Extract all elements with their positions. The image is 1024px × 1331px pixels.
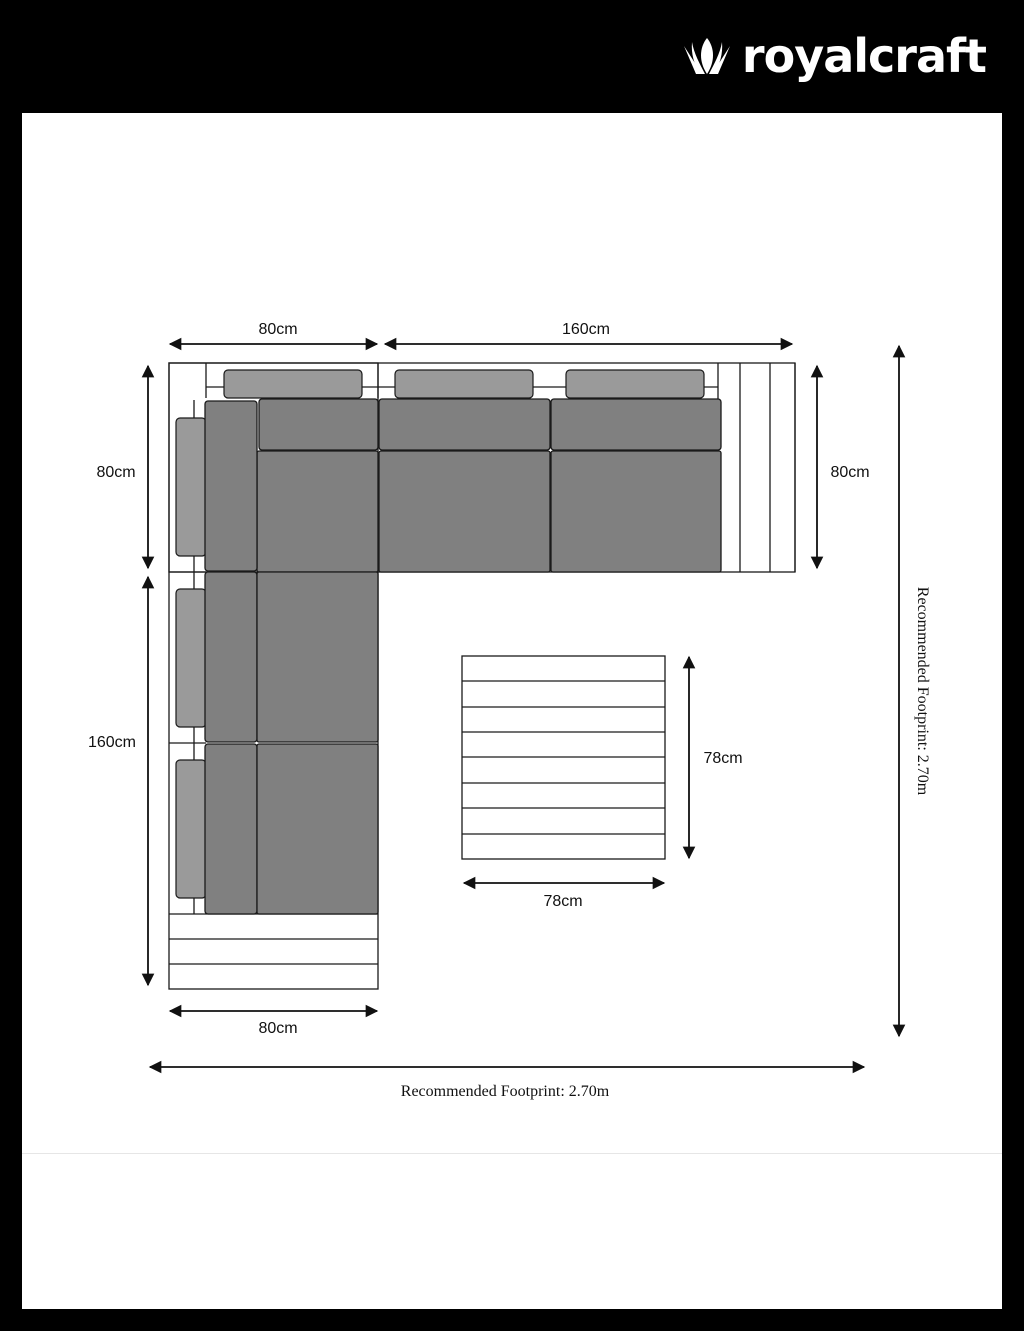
label-table-width: 78cm bbox=[543, 893, 582, 910]
seat-cushion bbox=[550, 450, 722, 573]
seat-back bbox=[378, 398, 551, 451]
label-right-depth: 80cm bbox=[830, 464, 869, 481]
back-cushion bbox=[394, 369, 534, 399]
seat-cushions bbox=[204, 398, 722, 915]
label-left-upper-height: 80cm bbox=[96, 464, 135, 481]
crown-leaf-logo-icon bbox=[683, 38, 730, 74]
seat-cushion bbox=[256, 571, 379, 743]
seat-back bbox=[204, 400, 258, 572]
coffee-table bbox=[461, 655, 666, 860]
seat-back bbox=[204, 743, 258, 915]
sheet-divider bbox=[22, 1153, 1002, 1154]
brand-logo: royalcraft bbox=[682, 29, 987, 83]
seat-back bbox=[258, 398, 379, 451]
label-left-lower-height: 160cm bbox=[88, 734, 136, 751]
label-top-left-width: 80cm bbox=[258, 321, 297, 338]
label-table-height: 78cm bbox=[703, 750, 742, 767]
label-footprint-vertical: Recommended Footprint: 2.70m bbox=[914, 587, 931, 796]
seat-cushion bbox=[256, 743, 379, 915]
back-cushion bbox=[175, 417, 207, 557]
back-cushion bbox=[175, 759, 207, 899]
seat-back bbox=[204, 571, 258, 743]
seat-cushion bbox=[256, 450, 379, 573]
header-bar: royalcraft bbox=[0, 0, 1024, 112]
brand-name: royalcraft bbox=[741, 29, 987, 83]
label-top-right-width: 160cm bbox=[562, 321, 610, 338]
label-bottom-width: 80cm bbox=[258, 1020, 297, 1037]
seat-back bbox=[550, 398, 722, 451]
back-cushions bbox=[175, 369, 705, 899]
back-cushion bbox=[223, 369, 363, 399]
seat-cushion bbox=[378, 450, 551, 573]
label-footprint-horizontal: Recommended Footprint: 2.70m bbox=[401, 1083, 610, 1100]
dimension-arrows bbox=[141, 337, 906, 1074]
back-cushion bbox=[175, 588, 207, 728]
back-cushion bbox=[565, 369, 705, 399]
